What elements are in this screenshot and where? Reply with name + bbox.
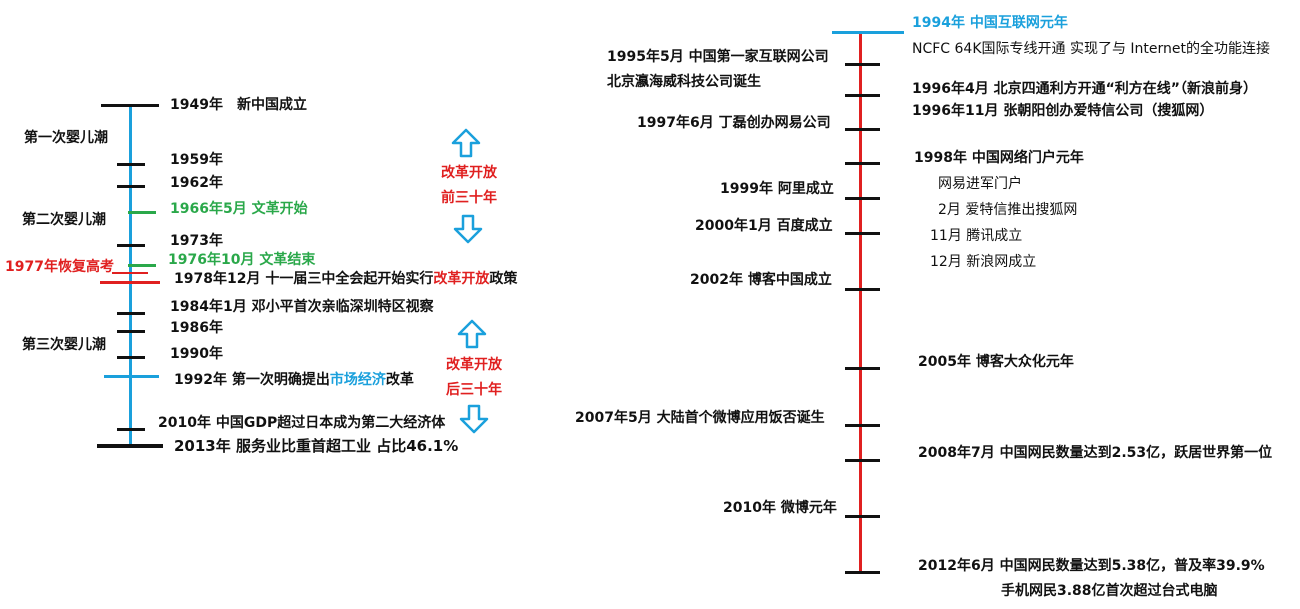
event-1999: 1999年 阿里成立: [720, 181, 834, 197]
arrow-down-icon: [453, 214, 483, 244]
arrow-down-icon: [459, 404, 489, 434]
event-1992-suffix: 改革: [385, 372, 414, 388]
event-1997: 1997年6月 丁磊创办网易公司: [637, 115, 831, 131]
event-2012-line1: 2012年6月 中国网民数量达到5.38亿，普及率39.9%: [918, 558, 1265, 574]
gaokao-label: 1977年恢复高考: [5, 259, 114, 275]
tick-2012: [845, 571, 880, 574]
event-1986: 1986年: [170, 320, 223, 336]
event-1998: 1998年 中国网络门户元年: [914, 150, 1084, 166]
tick-1999: [845, 197, 880, 200]
tick-1995: [845, 63, 880, 66]
event-1949: 1949年 新中国成立: [170, 97, 307, 113]
tick-1973: [117, 244, 145, 247]
tick-2007: [845, 424, 880, 427]
event-1966: 1966年5月 文革开始: [170, 201, 308, 217]
tick-2008: [845, 459, 880, 462]
tick-1949: [101, 104, 159, 107]
event-2007: 2007年5月 大陆首个微博应用饭否诞生: [575, 410, 825, 426]
tick-1986: [117, 330, 145, 333]
tick-2010: [117, 428, 145, 431]
event-1990: 1990年: [170, 346, 223, 362]
tick-1992: [104, 375, 159, 378]
tick-1994: [832, 31, 904, 34]
right-axis: [859, 32, 862, 573]
arrow-up-icon: [457, 319, 487, 349]
event-1976: 1976年10月 文革结束: [168, 252, 316, 268]
tick-1984: [117, 312, 145, 315]
tick-1962: [117, 185, 145, 188]
event-1962: 1962年: [170, 175, 223, 191]
tick-1996: [845, 94, 880, 97]
event-1998-sub-4: 12月 新浪网成立: [930, 254, 1037, 270]
event-1992-text: 1992年 第一次明确提出: [174, 372, 330, 388]
event-1992-highlight: 市场经济: [329, 372, 386, 388]
tick-2013: [97, 444, 163, 448]
event-2013: 2013年 服务业比重首超工业 占比46.1%: [174, 437, 459, 455]
reform-first-30-line2: 前三十年: [441, 190, 497, 206]
tick-2010: [845, 515, 880, 518]
tick-1959: [117, 163, 145, 166]
arrow-up-icon: [451, 128, 481, 158]
event-2005: 2005年 博客大众化元年: [918, 354, 1074, 370]
event-1995-line2: 北京瀛海威科技公司诞生: [607, 74, 761, 90]
baby-boom-3: 第三次婴儿潮: [22, 337, 106, 353]
baby-boom-2: 第二次婴儿潮: [22, 212, 106, 228]
tick-1990: [117, 356, 145, 359]
event-2000: 2000年1月 百度成立: [695, 218, 833, 234]
event-2002: 2002年 博客中国成立: [690, 272, 832, 288]
event-1994: 1994年 中国互联网元年: [912, 15, 1068, 31]
event-1998-sub-1: 网易进军门户: [938, 176, 1022, 192]
left-axis: [129, 105, 132, 447]
baby-boom-1: 第一次婴儿潮: [24, 130, 108, 146]
event-1978-suffix: 政策: [489, 271, 518, 287]
event-1995-line1: 1995年5月 中国第一家互联网公司: [607, 49, 829, 65]
reform-second-30-line1: 改革开放: [446, 357, 502, 373]
tick-1978: [100, 281, 160, 284]
event-1984: 1984年1月 邓小平首次亲临深圳特区视察: [170, 299, 434, 315]
reform-second-30-line2: 后三十年: [446, 382, 502, 398]
event-1978: 1978年12月 十一届三中全会起开始实行改革开放政策: [174, 270, 517, 288]
event-1992: 1992年 第一次明确提出市场经济改革: [174, 371, 414, 389]
event-2010: 2010年 微博元年: [723, 500, 837, 516]
event-2008: 2008年7月 中国网民数量达到2.53亿，跃居世界第一位: [918, 445, 1273, 461]
tick-1977: [112, 272, 148, 274]
event-2010: 2010年 中国GDP超过日本成为第二大经济体: [158, 415, 446, 431]
event-1973: 1973年: [170, 233, 223, 249]
tick-1966: [128, 211, 156, 214]
event-1998-sub-3: 11月 腾讯成立: [930, 228, 1023, 244]
tick-2002: [845, 288, 880, 291]
event-1978-text: 1978年12月 十一届三中全会起开始实行: [174, 271, 434, 287]
tick-2000: [845, 232, 880, 235]
event-1998-sub-2: 2月 爱特信推出搜狐网: [938, 202, 1078, 218]
event-1996-april: 1996年4月 北京四通利方开通“利方在线”（新浪前身）: [912, 81, 1257, 97]
event-1996-november: 1996年11月 张朝阳创办爱特信公司（搜狐网）: [912, 103, 1214, 119]
tick-1997: [845, 128, 880, 131]
event-1978-highlight: 改革开放: [433, 271, 490, 287]
event-1959: 1959年: [170, 152, 223, 168]
tick-1976: [128, 264, 156, 267]
tick-2005: [845, 367, 880, 370]
event-1994-desc: NCFC 64K国际专线开通 实现了与 Internet的全功能连接: [912, 41, 1271, 57]
reform-first-30-line1: 改革开放: [441, 165, 497, 181]
event-2012-line2: 手机网民3.88亿首次超过台式电脑: [1001, 583, 1218, 599]
tick-1998: [845, 162, 880, 165]
